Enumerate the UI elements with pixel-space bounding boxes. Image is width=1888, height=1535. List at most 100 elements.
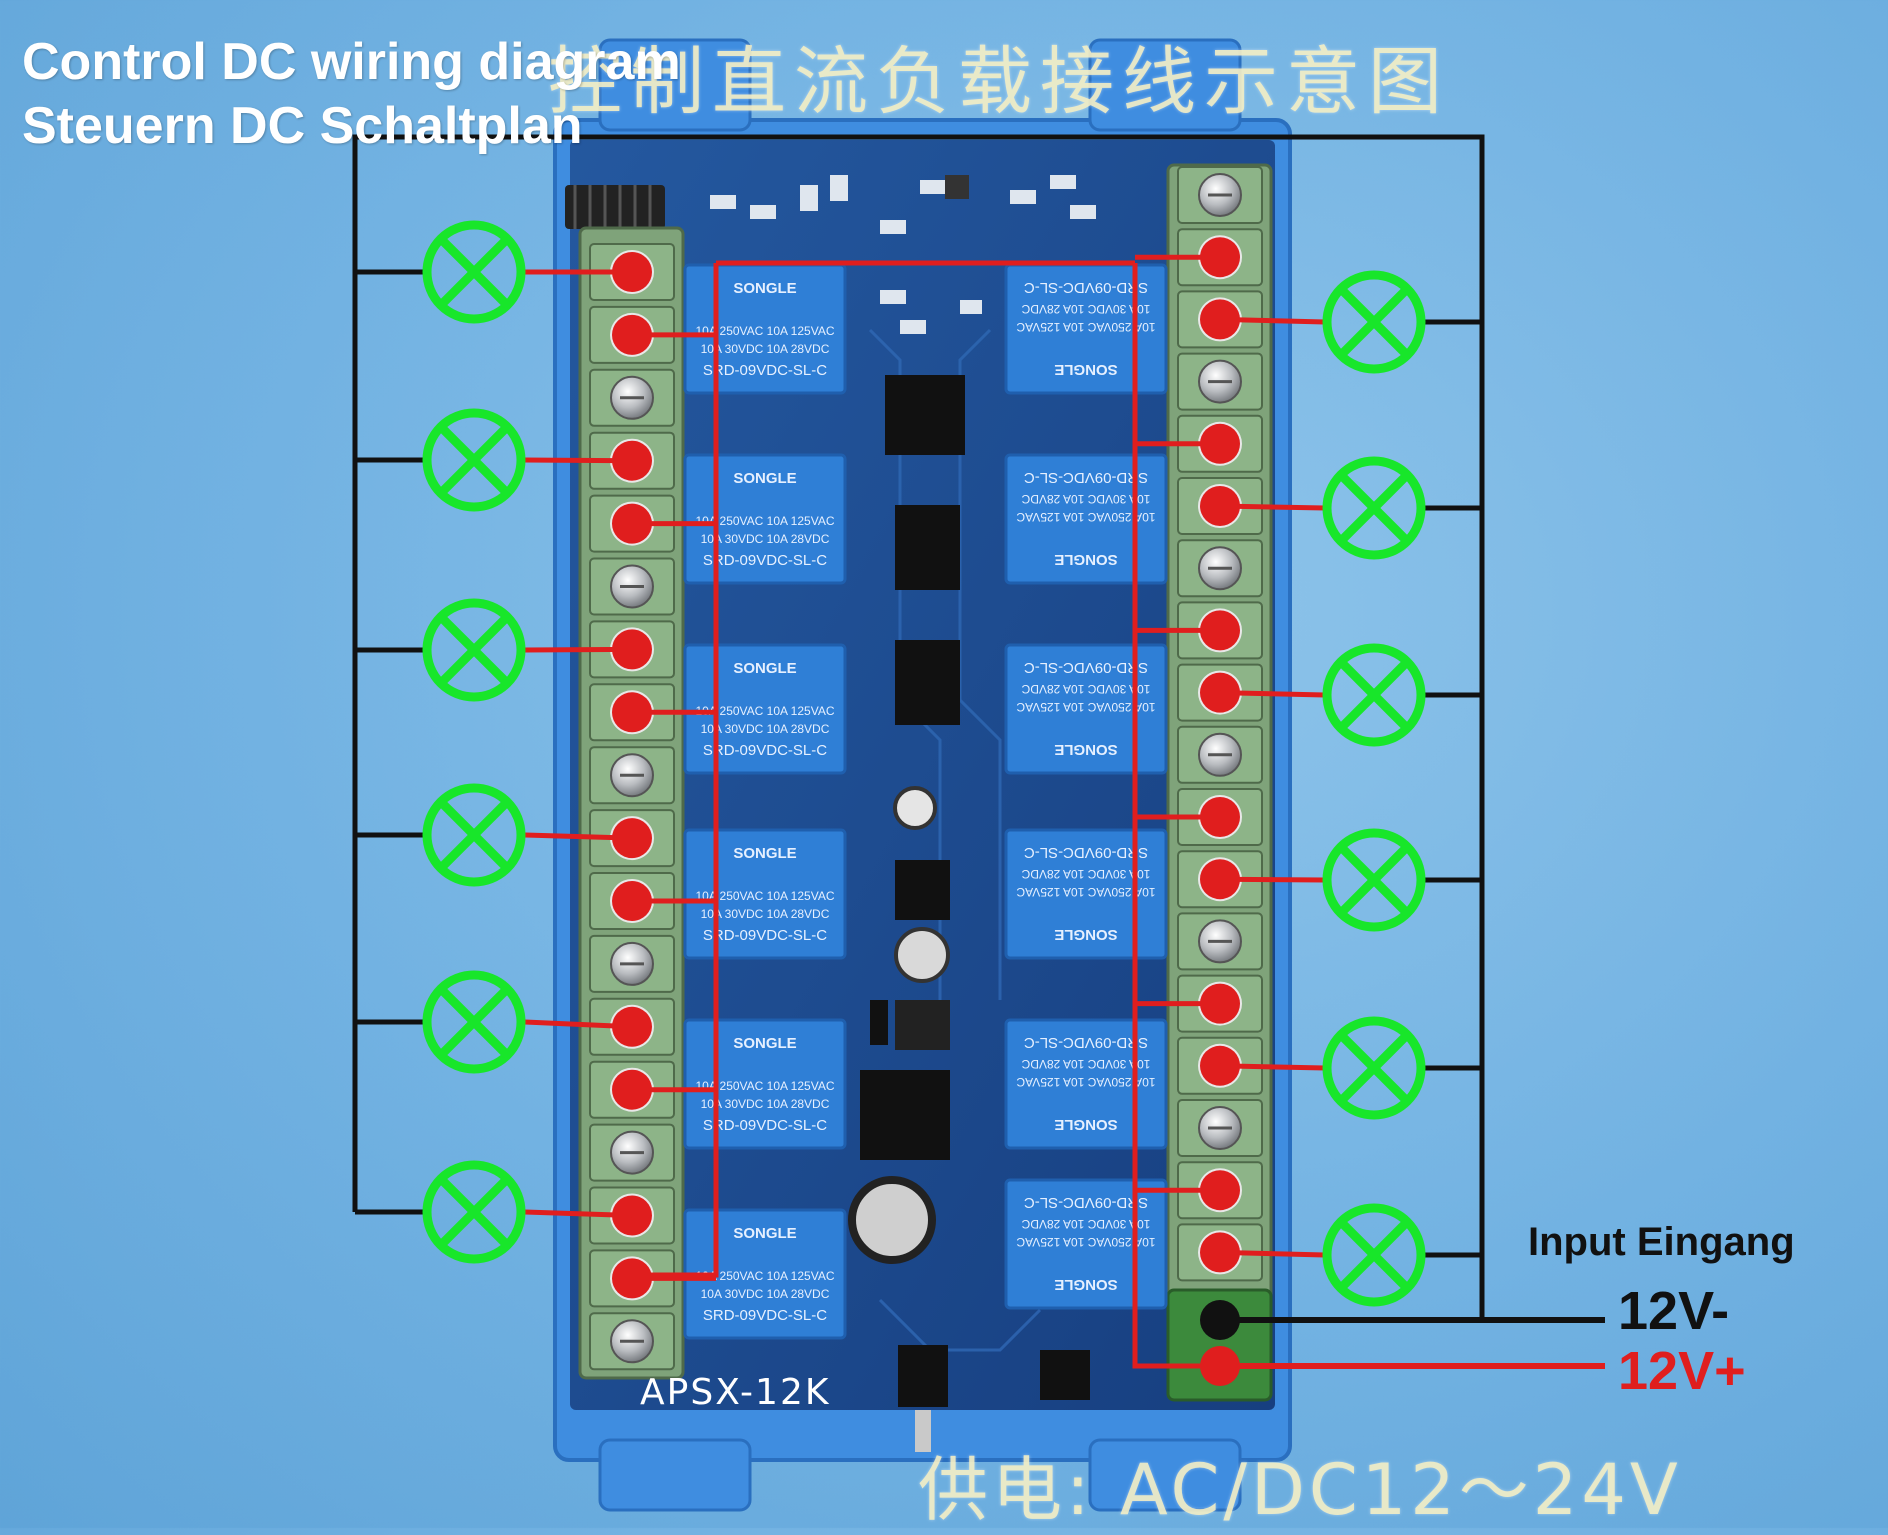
diode bbox=[870, 1000, 888, 1045]
load-lamp-left-2 bbox=[422, 408, 526, 512]
load-lamp-right-6 bbox=[1322, 1203, 1426, 1307]
relay-model-text: SRD-09VDC-SL-C bbox=[703, 927, 827, 944]
load-wire-right-2 bbox=[1219, 503, 1326, 511]
capacitor-main bbox=[848, 1176, 936, 1264]
load-wire-left-5 bbox=[524, 1019, 633, 1030]
relay-right-5: SONGLE 10A 250VAC 10A 125VAC 10A 30VDC 10A… bbox=[1004, 1018, 1168, 1150]
relay-rating-1-text: 10A 250VAC 10A 125VAC bbox=[696, 889, 835, 903]
power-regulator-ic bbox=[860, 1070, 950, 1160]
relay-brand-text: SONGLE bbox=[733, 280, 796, 297]
power-supply-label: 供电: AC/DC12～24V bbox=[918, 1449, 1682, 1531]
relay-brand-text: SONGLE bbox=[1054, 926, 1117, 943]
terminal-screw-left-15 bbox=[589, 1123, 675, 1182]
relay-model-text: SRD-09VDC-SL-C bbox=[1024, 279, 1148, 296]
terminal-screw-right-16 bbox=[1177, 1099, 1263, 1157]
supply-bus-left bbox=[632, 263, 719, 1278]
relay-rating-1-text: 10A 250VAC 10A 125VAC bbox=[1016, 320, 1155, 334]
load-wire-right-4 bbox=[1219, 876, 1326, 883]
relay-rating-2-text: 10A 30VDC 10A 28VDC bbox=[701, 342, 830, 356]
learn-button[interactable] bbox=[898, 1345, 948, 1407]
relay-model-text: SRD-09VDC-SL-C bbox=[1024, 1034, 1148, 1051]
relay-rating-2-text: 10A 30VDC 10A 28VDC bbox=[701, 907, 830, 921]
relay-rating-1-text: 10A 250VAC 10A 125VAC bbox=[696, 324, 835, 338]
terminal-screw-left-9 bbox=[589, 746, 675, 805]
terminal-screw-right-10 bbox=[1177, 725, 1263, 784]
relay-right-3: SONGLE 10A 250VAC 10A 125VAC 10A 30VDC 10A… bbox=[1004, 643, 1168, 775]
relay-left-1: SONGLE 10A 250VAC 10A 125VAC 10A 30VDC 10A… bbox=[683, 263, 847, 395]
relay-brand-text: SONGLE bbox=[1054, 1116, 1117, 1133]
reset-button[interactable] bbox=[1040, 1350, 1090, 1400]
relay-rating-2-text: 10A 30VDC 10A 28VDC bbox=[1021, 682, 1150, 696]
relay-rating-2-text: 10A 30VDC 10A 28VDC bbox=[1021, 1057, 1150, 1071]
common-return-loop bbox=[352, 134, 1485, 1320]
load-wire-right-1 bbox=[1219, 316, 1326, 325]
relay-rating-2-text: 10A 30VDC 10A 28VDC bbox=[1021, 302, 1150, 316]
relay-brand-text: SONGLE bbox=[733, 470, 796, 487]
relay-rating-1-text: 10A 250VAC 10A 125VAC bbox=[696, 514, 835, 528]
diagram-title-chinese: 控制直流负载接线示意图 bbox=[548, 39, 1450, 125]
relay-rating-1-text: 10A 250VAC 10A 125VAC bbox=[1016, 1075, 1155, 1089]
mount-tab-top-left bbox=[598, 38, 752, 132]
load-wire-left-4 bbox=[524, 832, 633, 841]
power-input-label: Input Eingang bbox=[1528, 1220, 1795, 1264]
load-lamp-left-4 bbox=[422, 783, 526, 887]
relay-rating-1-text: 10A 250VAC 10A 125VAC bbox=[696, 1079, 835, 1093]
regulator bbox=[895, 860, 950, 920]
terminal-screw-right-13 bbox=[1177, 912, 1263, 971]
smd-components bbox=[710, 175, 1096, 334]
relay-rating-2-text: 10A 30VDC 10A 28VDC bbox=[701, 1287, 830, 1301]
relay-brand-text: SONGLE bbox=[1054, 551, 1117, 568]
relay-rating-2-text: 10A 30VDC 10A 28VDC bbox=[701, 1097, 830, 1111]
relay-left-2: SONGLE 10A 250VAC 10A 125VAC 10A 30VDC 10A… bbox=[683, 453, 847, 585]
load-wire-right-5 bbox=[1219, 1063, 1326, 1071]
mount-tab-bottom-right bbox=[1088, 1438, 1242, 1512]
relay-brand-text: SONGLE bbox=[733, 1035, 796, 1052]
power-positive-label: 12V+ bbox=[1618, 1341, 1746, 1401]
relay-model-text: SRD-09VDC-SL-C bbox=[703, 1307, 827, 1324]
load-lamp-left-5 bbox=[422, 970, 526, 1074]
relay-rating-2-text: 10A 30VDC 10A 28VDC bbox=[701, 722, 830, 736]
relay-brand-text: SONGLE bbox=[733, 845, 796, 862]
relay-rating-2-text: 10A 30VDC 10A 28VDC bbox=[701, 532, 830, 546]
relay-left-4: SONGLE 10A 250VAC 10A 125VAC 10A 30VDC 10A… bbox=[683, 828, 847, 960]
load-wire-right-6 bbox=[1219, 1249, 1326, 1258]
mount-tab-bottom-left bbox=[598, 1438, 752, 1512]
load-wire-left-2 bbox=[524, 457, 633, 464]
relay-rating-1-text: 10A 250VAC 10A 125VAC bbox=[1016, 1235, 1155, 1249]
inductor bbox=[895, 1000, 950, 1050]
relay-brand-text: SONGLE bbox=[1054, 741, 1117, 758]
relay-model-text: SRD-09VDC-SL-C bbox=[1024, 1194, 1148, 1211]
relay-rating-1-text: 10A 250VAC 10A 125VAC bbox=[1016, 700, 1155, 714]
terminal-screw-left-18 bbox=[589, 1312, 675, 1371]
diagram-title-german: Steuern DC Schaltplan bbox=[22, 97, 583, 155]
relay-model-text: SRD-09VDC-SL-C bbox=[703, 742, 827, 759]
load-lamp-left-1 bbox=[422, 220, 526, 324]
relay-rating-1-text: 10A 250VAC 10A 125VAC bbox=[1016, 885, 1155, 899]
load-wire-left-3 bbox=[524, 646, 633, 653]
load-lamp-right-4 bbox=[1322, 828, 1426, 932]
relay-brand-text: SONGLE bbox=[1054, 1276, 1117, 1293]
driver-ic-2 bbox=[895, 640, 960, 725]
relay-model-text: SRD-09VDC-SL-C bbox=[1024, 469, 1148, 486]
capacitor-1 bbox=[893, 786, 937, 830]
terminal-screw-left-12 bbox=[589, 934, 675, 993]
load-lamp-right-5 bbox=[1322, 1016, 1426, 1120]
relay-rating-1-text: 10A 250VAC 10A 125VAC bbox=[696, 1269, 835, 1283]
terminal-screw-right-4 bbox=[1177, 352, 1263, 411]
relay-model-text: SRD-09VDC-SL-C bbox=[703, 1117, 827, 1134]
load-wire-right-3 bbox=[1219, 690, 1326, 698]
power-negative-label: 12V- bbox=[1618, 1281, 1730, 1341]
relay-rating-1-text: 10A 250VAC 10A 125VAC bbox=[696, 704, 835, 718]
relay-rating-2-text: 10A 30VDC 10A 28VDC bbox=[1021, 1217, 1150, 1231]
diagram-title-english: Control DC wiring diagram bbox=[22, 33, 681, 91]
relay-brand-text: SONGLE bbox=[1054, 361, 1117, 378]
relay-rating-1-text: 10A 250VAC 10A 125VAC bbox=[1016, 510, 1155, 524]
relay-rating-2-text: 10A 30VDC 10A 28VDC bbox=[1021, 867, 1150, 881]
relay-right-6: SONGLE 10A 250VAC 10A 125VAC 10A 30VDC 10A… bbox=[1004, 1178, 1168, 1310]
load-lamp-left-3 bbox=[422, 598, 526, 702]
terminal-screw-left-6 bbox=[589, 557, 675, 616]
